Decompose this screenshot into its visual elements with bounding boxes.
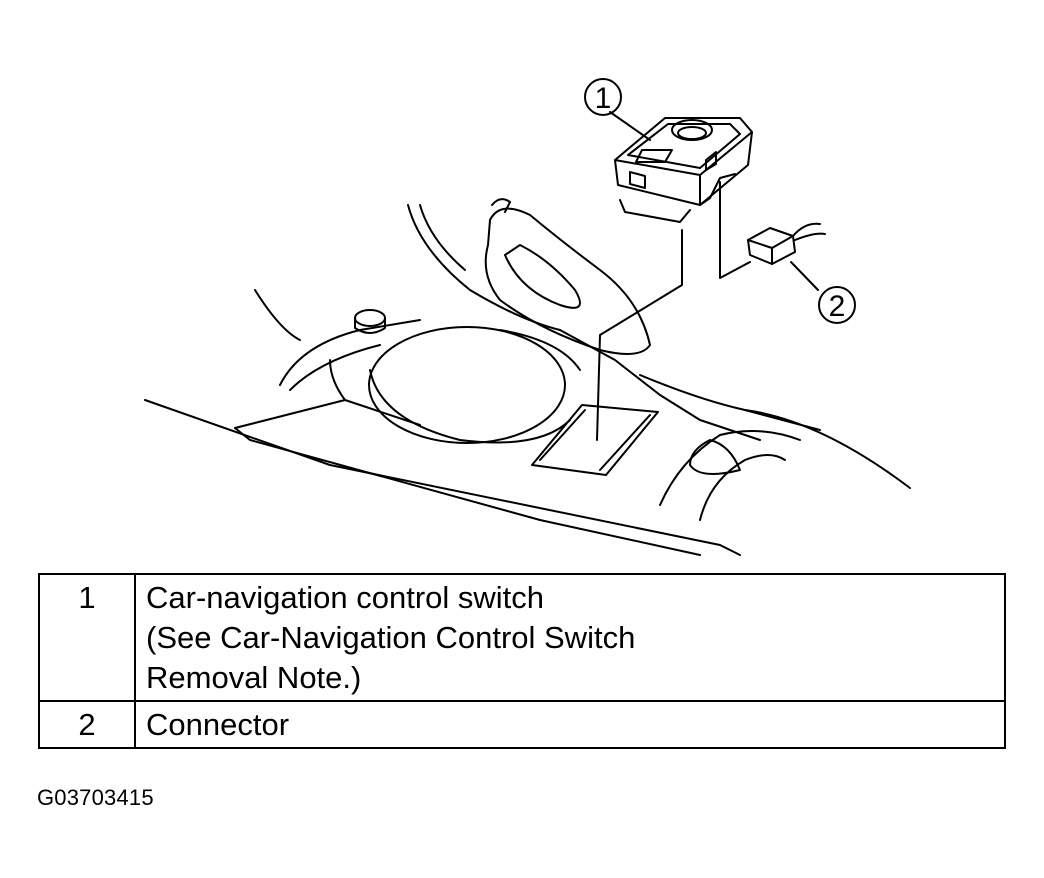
nav-control-switch: [614, 117, 753, 223]
callout-1: 1: [584, 78, 622, 116]
shift-lever: [484, 198, 651, 355]
callout-1-label: 1: [595, 82, 612, 115]
exploded-view-illustration: 1 2: [144, 78, 911, 556]
table-row: 1 Car-navigation control switch (See Car…: [38, 573, 1006, 702]
part-description-line: Removal Note.): [146, 660, 362, 695]
installation-guides: [596, 111, 819, 441]
figure-code: G03703415: [37, 785, 154, 810]
part-number: 1: [38, 573, 136, 702]
switch-opening: [531, 404, 659, 476]
armrest: [659, 430, 801, 521]
part-description: Car-navigation control switch (See Car-N…: [134, 573, 1006, 702]
callout-2: 2: [818, 286, 856, 324]
part-description: Connector: [134, 700, 1006, 749]
center-console: [144, 204, 911, 556]
part-description-line: (See Car-Navigation Control Switch: [146, 620, 636, 655]
table-row: 2 Connector: [38, 700, 1006, 749]
console-knob: [354, 309, 386, 334]
part-description-line: Connector: [146, 707, 290, 742]
cup-holder: [368, 326, 581, 444]
parts-legend-table: 1 Car-navigation control switch (See Car…: [38, 573, 1006, 749]
connector: [747, 222, 826, 265]
part-description-line: Car-navigation control switch: [146, 580, 545, 615]
callout-2-label: 2: [829, 290, 846, 323]
part-number: 2: [38, 700, 136, 749]
